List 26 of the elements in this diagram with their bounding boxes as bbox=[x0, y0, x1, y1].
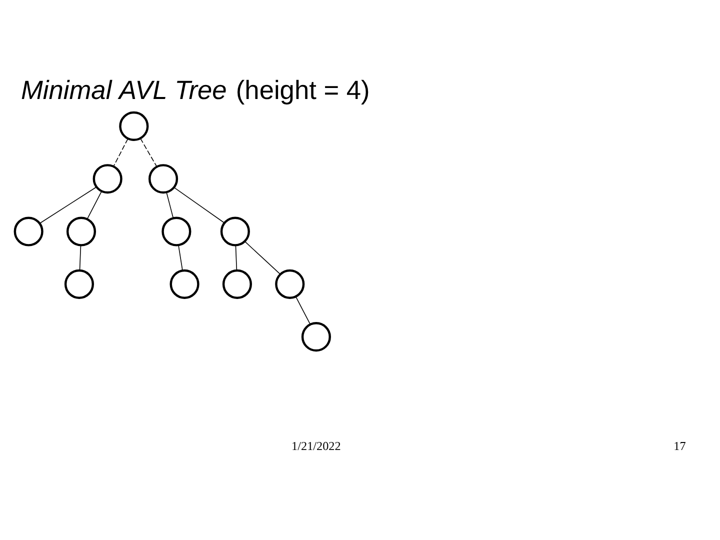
connector bbox=[140, 138, 158, 168]
node-circle bbox=[119, 111, 149, 141]
connector bbox=[166, 192, 174, 219]
node-circle bbox=[220, 216, 250, 246]
node-circle bbox=[64, 269, 94, 299]
node-circle bbox=[92, 164, 122, 194]
node-circle bbox=[148, 164, 178, 194]
node-circle bbox=[14, 216, 44, 246]
node-circle bbox=[66, 216, 96, 246]
node-circle bbox=[275, 269, 305, 299]
connector bbox=[79, 244, 82, 271]
connector bbox=[235, 244, 238, 271]
node-circle bbox=[170, 269, 200, 299]
connector bbox=[174, 187, 225, 224]
connector bbox=[86, 191, 102, 220]
connector bbox=[113, 138, 128, 167]
connector bbox=[178, 244, 183, 271]
node-circle bbox=[222, 269, 252, 299]
node-circle bbox=[162, 216, 192, 246]
connector bbox=[39, 186, 97, 224]
label: 1/21/2022 bbox=[292, 438, 341, 453]
connector bbox=[244, 240, 280, 274]
connector bbox=[296, 296, 311, 325]
label: 17 bbox=[674, 438, 686, 453]
diagram-title: Minimal AVL Tree (height = 4) bbox=[20, 75, 370, 106]
node-circle bbox=[301, 322, 331, 352]
